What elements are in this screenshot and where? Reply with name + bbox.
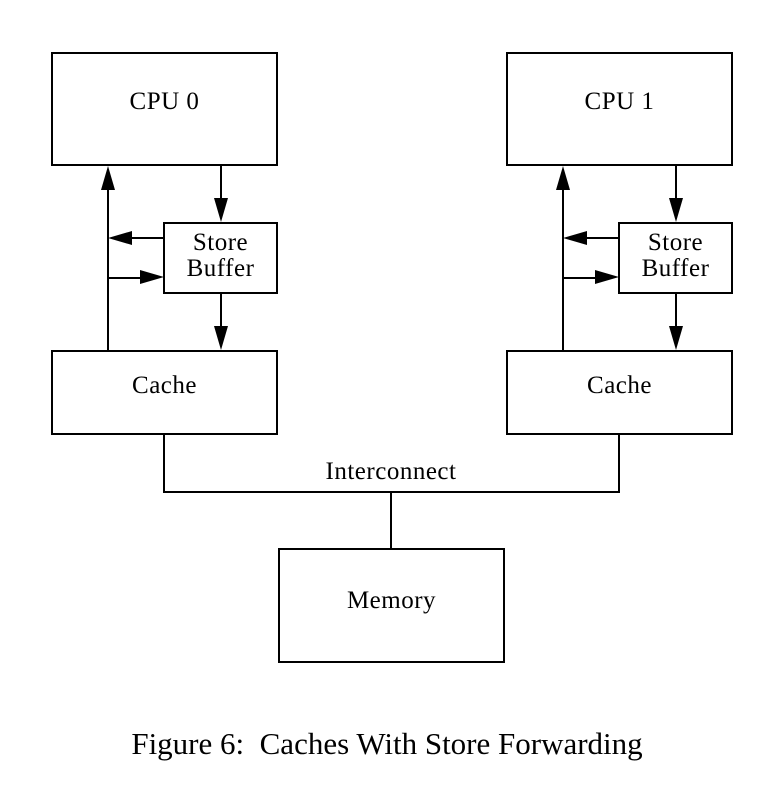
line-cpu1-to-store-buffer: [675, 166, 677, 200]
line-cache-to-cpu1: [562, 188, 564, 350]
line-cache-to-cpu0: [107, 188, 109, 350]
store-buffer-right-label-line2: Buffer: [641, 255, 710, 282]
line-cpu0-to-store-buffer: [220, 166, 222, 200]
memory-box: Memory: [278, 548, 505, 663]
memory-label: Memory: [346, 586, 437, 614]
cache-right-box: Cache: [506, 350, 733, 435]
cpu1-box: CPU 1: [506, 52, 733, 166]
cpu1-label: CPU 1: [584, 88, 655, 116]
line-store-buffer-to-cache-right: [675, 294, 677, 328]
cache-left-label: Cache: [132, 371, 197, 399]
line-store-buffer-to-cache-left: [220, 294, 222, 328]
cpu0-label: CPU 0: [129, 88, 200, 116]
arrowhead-left-from-store-buffer-right: [563, 231, 587, 245]
interconnect-label: Interconnect: [325, 458, 457, 485]
store-buffer-left-label-line1: Store: [192, 228, 249, 256]
store-buffer-left-box: Store Buffer: [163, 222, 278, 294]
line-interconnect-to-memory: [390, 493, 392, 548]
store-buffer-right-label-line1: Store: [647, 228, 704, 256]
arrowhead-down-into-cache-left: [214, 326, 228, 350]
store-buffer-left-label-line2: Buffer: [186, 255, 255, 282]
cache-left-box: Cache: [51, 350, 278, 435]
line-into-store-buffer-right: [563, 277, 595, 279]
arrowhead-right-into-store-buffer-left: [140, 270, 164, 284]
line-cache-right-to-interconnect: [618, 435, 620, 492]
arrowhead-up-into-cpu0: [101, 166, 115, 190]
arrowhead-left-from-store-buffer-left: [108, 231, 132, 245]
store-buffer-right-box: Store Buffer: [618, 222, 733, 294]
line-cache-left-to-interconnect: [163, 435, 165, 492]
figure-caption: Figure 6: Caches With Store Forwarding: [131, 726, 643, 761]
arrowhead-down-into-cache-right: [669, 326, 683, 350]
arrowhead-down-into-store-buffer-right: [669, 198, 683, 222]
cache-right-label: Cache: [587, 371, 652, 399]
arrowhead-right-into-store-buffer-right: [595, 270, 619, 284]
cpu0-box: CPU 0: [51, 52, 278, 166]
arrowhead-up-into-cpu1: [556, 166, 570, 190]
line-store-buffer-left-out: [130, 237, 164, 239]
interconnect-bus-line: [163, 491, 620, 493]
line-into-store-buffer-left: [108, 277, 140, 279]
arrowhead-down-into-store-buffer-left: [214, 198, 228, 222]
line-store-buffer-right-out: [585, 237, 619, 239]
